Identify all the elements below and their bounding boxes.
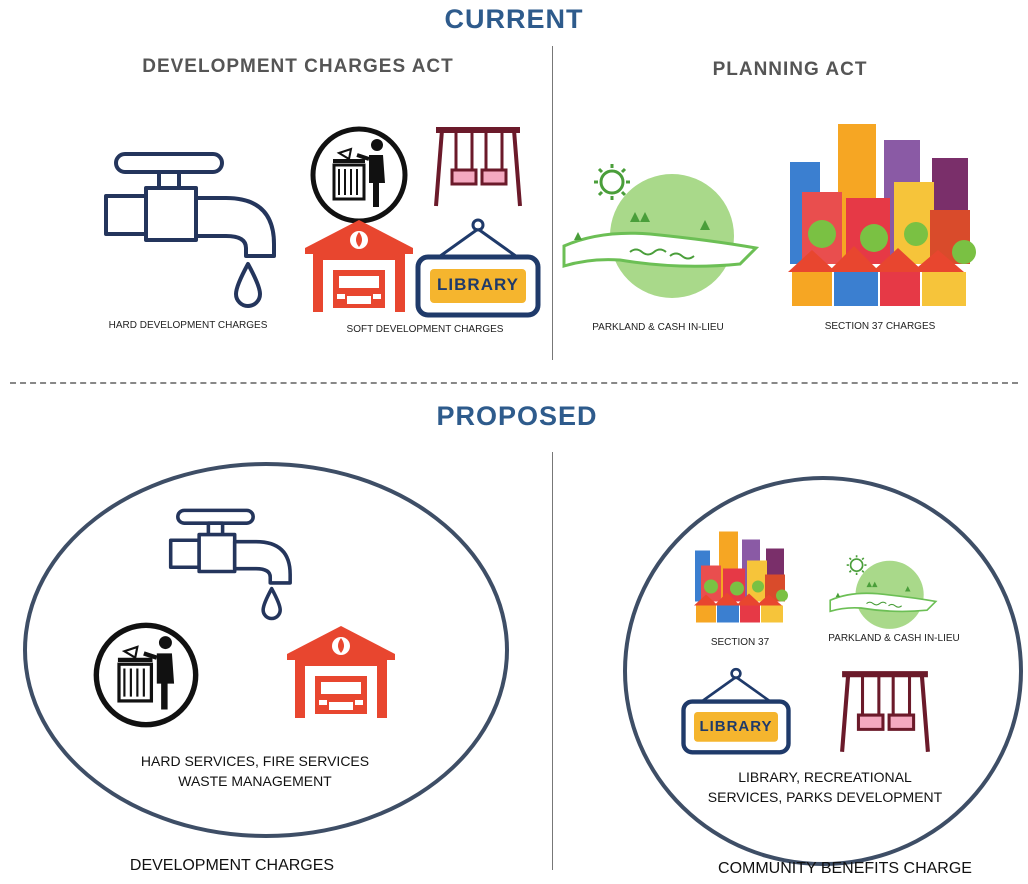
waste-bin-icon [93, 622, 199, 728]
current-heading: CURRENT [444, 4, 584, 34]
library-sign-text: LIBRARY [437, 275, 519, 294]
cbc-circle [623, 476, 1023, 866]
swing-set-icon [434, 127, 522, 207]
proposed-heading: PROPOSED [436, 401, 598, 431]
dc-caption-line2: WASTE MANAGEMENT [178, 773, 332, 789]
cbc-parkland-caption: PARKLAND & CASH IN-LIEU [828, 633, 960, 644]
water-tap-icon [168, 508, 292, 621]
section37-caption: SECTION 37 CHARGES [824, 321, 936, 332]
library-sign-icon [415, 218, 541, 318]
dc-circle-caption: HARD SERVICES, FIRE SERVICES WASTE MANAG… [110, 751, 400, 791]
library-sign-icon [681, 667, 791, 755]
cbc-library-sign-text: LIBRARY [699, 718, 773, 735]
current-divider [552, 46, 553, 360]
dc-circle [23, 462, 509, 838]
waste-bin-icon [310, 126, 408, 224]
city-buildings-icon [788, 124, 976, 306]
hard-dc-caption: HARD DEVELOPMENT CHARGES [108, 320, 268, 331]
dc-caption-line1: HARD SERVICES, FIRE SERVICES [140, 753, 370, 769]
proposed-divider [552, 452, 553, 870]
parkland-caption: PARKLAND & CASH IN-LIEU [592, 322, 724, 333]
dc-act-title: DEVELOPMENT CHARGES ACT [142, 56, 454, 77]
cbc-bottom-label: COMMUNITY BENEFITS CHARGE [718, 860, 972, 877]
water-tap-icon [104, 152, 276, 308]
cbc-caption-line2: SERVICES, PARKS DEVELOPMENT [707, 789, 943, 805]
fire-station-icon [305, 220, 413, 312]
cbc-section37-caption: SECTION 37 [710, 637, 770, 648]
planning-act-title: PLANNING ACT [712, 59, 868, 80]
park-icon [562, 164, 760, 298]
cbc-circle-caption: LIBRARY, RECREATIONAL SERVICES, PARKS DE… [690, 767, 960, 807]
fire-station-icon [287, 626, 395, 718]
cbc-caption-line1: LIBRARY, RECREATIONAL [738, 769, 912, 785]
section-divider [10, 382, 1018, 384]
park-icon [829, 555, 938, 629]
swing-set-icon [840, 671, 930, 753]
city-buildings-icon [694, 531, 788, 623]
soft-dc-caption: SOFT DEVELOPMENT CHARGES [346, 324, 504, 335]
dc-bottom-label: DEVELOPMENT CHARGES [129, 857, 335, 874]
